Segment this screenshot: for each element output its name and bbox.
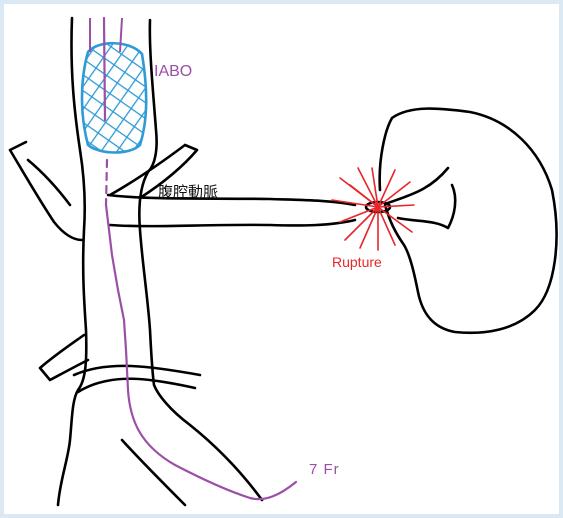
- lower-branch-curve-1: [78, 379, 195, 392]
- artery-label: 腹腔動脈: [158, 185, 218, 200]
- balloon-mesh: [82, 43, 146, 152]
- celiac-trunk-upper-wall: [108, 195, 355, 205]
- celiac-trunk-lower-wall: [110, 220, 355, 226]
- aorta-right-wall: [139, 20, 262, 500]
- rupture-rays: [332, 168, 414, 250]
- spleen-outline: [380, 109, 557, 333]
- catheter-size-label: 7 Fr: [309, 462, 340, 477]
- balloon-label: IABO: [154, 64, 192, 80]
- spleen-hilum: [388, 168, 455, 228]
- rupture-label: Rupture: [332, 255, 382, 269]
- upper-left-branch: [10, 142, 82, 240]
- lower-branch-curve-2: [74, 366, 200, 375]
